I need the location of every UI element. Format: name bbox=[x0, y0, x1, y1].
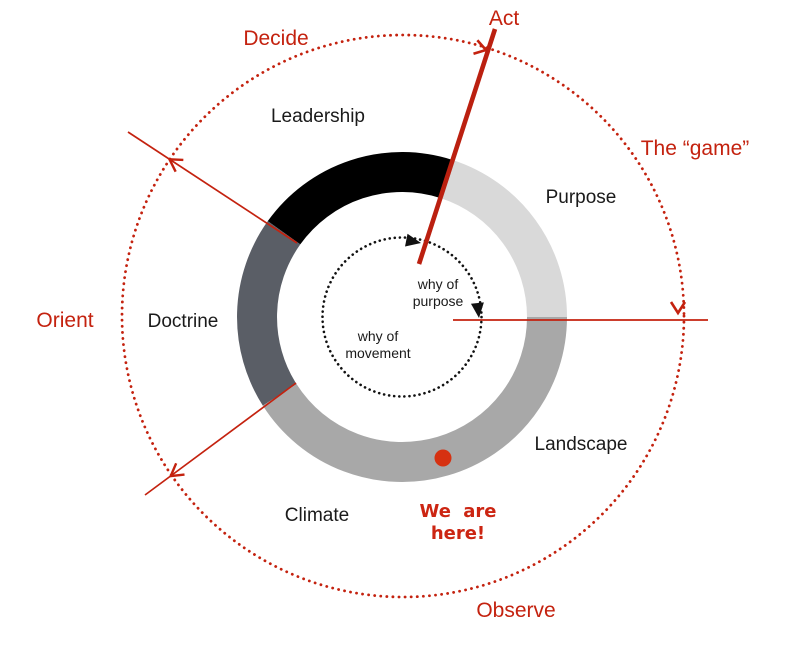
inner-loop-arrow-right-icon bbox=[470, 302, 484, 318]
inner-loop-arrow-top-icon bbox=[405, 233, 421, 247]
orient-line-lower bbox=[144, 382, 297, 496]
why-of-movement-line1: why of bbox=[357, 328, 399, 344]
ring-segment-purpose bbox=[440, 160, 567, 318]
orient-arrow-upper-icon bbox=[167, 157, 184, 173]
ring-segment-leadership bbox=[267, 152, 453, 245]
outer-dotted-loop bbox=[120, 33, 686, 599]
outer-loop-arrow-right-icon bbox=[669, 301, 687, 316]
why-of-movement-line2: movement bbox=[345, 345, 410, 361]
we-are-here-line2: here! bbox=[431, 523, 485, 544]
ring-label-climate: Climate bbox=[285, 505, 349, 526]
ooda-label-observe: Observe bbox=[476, 599, 555, 622]
ring-segment-doctrine bbox=[237, 221, 301, 406]
we-are-here-line1: We are bbox=[420, 501, 497, 522]
ooda-label-orient: Orient bbox=[36, 309, 93, 332]
ooda-label-decide: Decide bbox=[243, 27, 308, 50]
inner-dotted-loop bbox=[321, 236, 483, 398]
ring-label-landscape: Landscape bbox=[535, 434, 628, 455]
act-line bbox=[416, 28, 498, 265]
ooda-label-act: Act bbox=[489, 7, 520, 30]
why-of-purpose-line2: purpose bbox=[413, 293, 464, 309]
ring-segment-climate-landscape bbox=[262, 316, 567, 482]
ooda-label-the-game: The “game” bbox=[641, 137, 750, 160]
why-of-purpose-line1: why of bbox=[417, 276, 459, 292]
ring-label-doctrine: Doctrine bbox=[148, 311, 219, 332]
we-are-here-dot bbox=[434, 449, 452, 467]
ring-label-leadership: Leadership bbox=[271, 106, 365, 127]
orient-arrow-lower-icon bbox=[168, 462, 185, 478]
ring-label-purpose: Purpose bbox=[546, 187, 617, 208]
orient-line-upper bbox=[127, 131, 298, 244]
strategy-cycle-ring bbox=[237, 152, 567, 482]
